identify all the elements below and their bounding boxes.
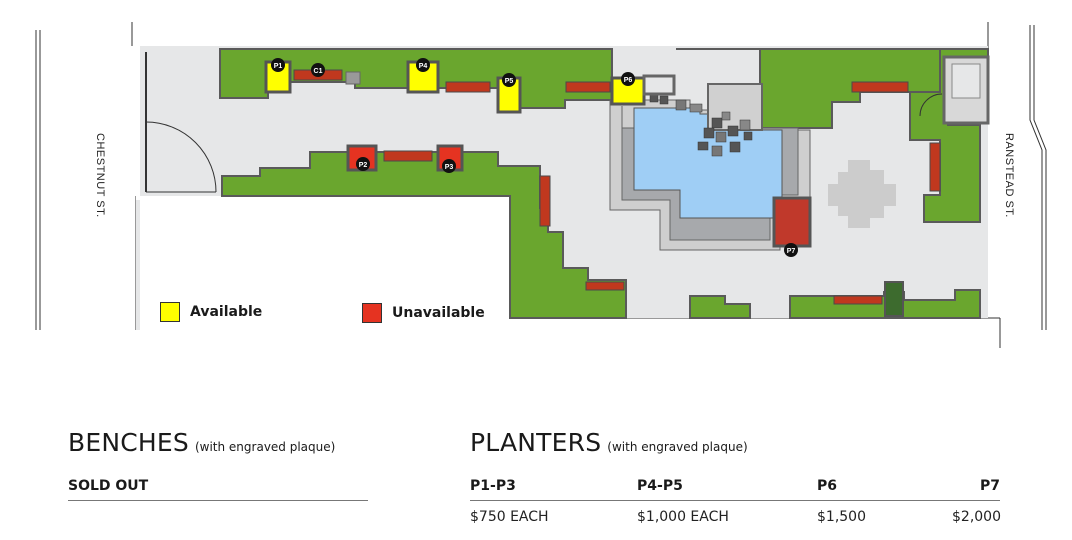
marker-label-p1: P1 xyxy=(274,63,283,70)
price-table-header: P1-P3 P4-P5 P6 P7 xyxy=(470,478,1000,501)
planter-c1[interactable]: C1 xyxy=(293,63,343,81)
green-bin xyxy=(884,281,904,317)
planters-title: PLANTERS xyxy=(470,428,602,457)
price-p4-p5: $1,000 EACH xyxy=(637,509,729,525)
planter-p7[interactable]: P7 xyxy=(772,196,812,257)
lawn-south-west xyxy=(221,151,627,319)
col-header-p7: P7 xyxy=(979,478,1000,494)
marker-label-c1: C1 xyxy=(314,68,323,75)
street-label-chestnut: CHESTNUT ST. xyxy=(94,133,106,218)
col-header-p4-p5: P4-P5 xyxy=(637,478,683,494)
planters-heading: PLANTERS (with engraved plaque) xyxy=(470,428,748,457)
col-header-p6: P6 xyxy=(817,478,838,494)
benches xyxy=(383,81,941,305)
street-label-ranstead: RANSTEAD ST. xyxy=(1003,133,1015,218)
planters-subtitle: (with engraved plaque) xyxy=(607,440,748,454)
planter-p6[interactable]: P6 xyxy=(610,72,676,106)
price-p7: $2,000 xyxy=(952,509,1001,525)
marker-label-p2: P2 xyxy=(359,162,368,169)
marker-label-p5: P5 xyxy=(505,78,514,85)
entrance-gate xyxy=(145,52,217,193)
marker-label-p6: P6 xyxy=(624,77,633,84)
building-wall xyxy=(136,196,510,200)
marker-label-p7: P7 xyxy=(787,248,796,255)
legend-unavailable: Unavailable xyxy=(362,303,485,323)
marker-label-p4: P4 xyxy=(419,63,428,70)
unavailable-swatch xyxy=(362,303,382,323)
available-swatch xyxy=(160,302,180,322)
plaza-feature xyxy=(828,160,896,228)
bin xyxy=(345,71,361,85)
planter-p1[interactable]: P1 xyxy=(264,58,292,94)
planter-p4[interactable]: P4 xyxy=(406,58,440,94)
planters-price-table: P1-P3 P4-P5 P6 P7 $750 EACH $1,000 EACH … xyxy=(470,478,1001,525)
price-table-row: $750 EACH $1,000 EACH $1,500 $2,000 xyxy=(470,501,1001,525)
site-map: P1 C1 P4 P5 P6 P2 P3 P7 xyxy=(35,22,1047,348)
fountain xyxy=(609,83,811,251)
benches-subtitle: (with engraved plaque) xyxy=(194,440,336,454)
col-header-p1-p3: P1-P3 xyxy=(470,478,516,494)
benches-status: SOLD OUT xyxy=(68,478,368,501)
planter-p2[interactable]: P2 xyxy=(346,144,378,172)
price-p6: $1,500 xyxy=(817,509,866,525)
benches-title: BENCHES xyxy=(68,428,189,457)
rock-cluster xyxy=(649,93,753,157)
legend-unavailable-label: Unavailable xyxy=(392,305,485,321)
price-p1-p3: $750 EACH xyxy=(470,509,549,525)
legend-available-label: Available xyxy=(190,304,263,320)
planter-p3[interactable]: P3 xyxy=(436,144,464,173)
planter-p5[interactable]: P5 xyxy=(496,73,522,114)
legend-available: Available xyxy=(160,302,262,322)
marker-label-p3: P3 xyxy=(445,164,454,171)
kiosk xyxy=(919,55,990,125)
lawn-south-middle xyxy=(689,295,751,319)
benches-heading: BENCHES (with engraved plaque) xyxy=(68,428,335,457)
